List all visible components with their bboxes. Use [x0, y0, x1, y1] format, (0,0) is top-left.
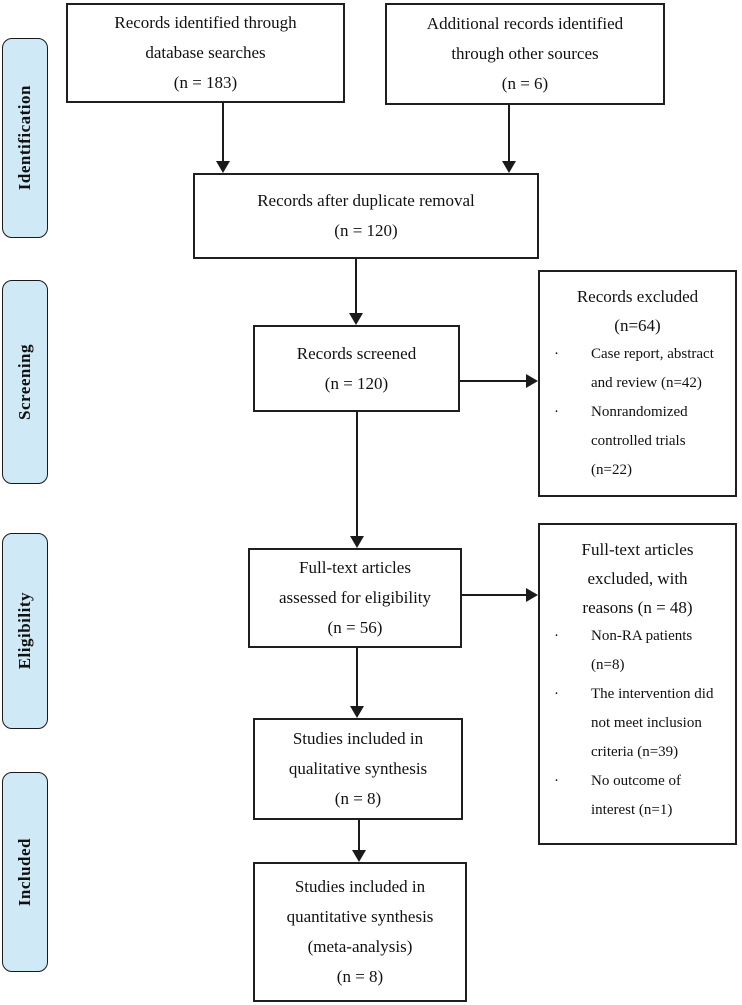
stage-identification: Identification — [2, 38, 48, 238]
box-fulltext-excluded-title: Full-text articles excluded, with reason… — [581, 540, 694, 617]
box-records-screened-label: Records screened (n = 120) — [296, 343, 417, 393]
stage-eligibility-label: Eligibility — [15, 592, 34, 670]
fulltext-excluded-item-text: The intervention did not meet inclusion … — [591, 686, 714, 760]
bullet-icon: · — [554, 346, 559, 362]
box-records-screened: Records screened (n = 120) — [253, 325, 460, 412]
arrow-duplicates-to-screened — [349, 259, 363, 325]
arrow-identified-to-duplicates — [216, 103, 230, 173]
fulltext-excluded-item-text: Non-RA patients (n=8) — [591, 628, 693, 673]
stage-eligibility: Eligibility — [2, 533, 48, 729]
arrow-fulltext-to-qualitative — [350, 648, 364, 718]
box-after-duplicates-label: Records after duplicate removal (n = 120… — [257, 191, 475, 240]
box-records-excluded: Records excluded (n=64) · Case report, a… — [538, 270, 737, 497]
box-records-identified-label: Records identified through database sear… — [114, 13, 297, 92]
fulltext-excluded-item-text: No outcome of interest (n=1) — [591, 773, 681, 818]
arrow-additional-to-duplicates — [502, 105, 516, 173]
arrow-qualitative-to-quantitative — [352, 820, 366, 862]
box-qualitative-synthesis: Studies included in qualitative synthesi… — [253, 718, 463, 820]
box-records-excluded-title: Records excluded (n=64) — [576, 287, 699, 335]
stage-identification-label: Identification — [15, 85, 34, 191]
box-quantitative-synthesis-label: Studies included in quantitative synthes… — [286, 877, 434, 986]
box-additional-records-label: Additional records identified through ot… — [426, 14, 624, 93]
fulltext-excluded-item: · The intervention did not meet inclusio… — [540, 680, 735, 767]
box-quantitative-synthesis: Studies included in quantitative synthes… — [253, 862, 467, 1002]
records-excluded-item: · Case report, abstract and review (n=42… — [540, 340, 735, 398]
records-excluded-item-text: Nonrandomized controlled trials (n=22) — [591, 404, 688, 478]
records-excluded-item-text: Case report, abstract and review (n=42) — [591, 346, 714, 391]
bullet-icon: · — [554, 686, 559, 702]
box-fulltext-assessed: Full-text articles assessed for eligibil… — [248, 548, 462, 648]
box-fulltext-assessed-label: Full-text articles assessed for eligibil… — [278, 558, 432, 637]
fulltext-excluded-item: · Non-RA patients (n=8) — [540, 622, 735, 680]
box-after-duplicates: Records after duplicate removal (n = 120… — [193, 173, 539, 259]
fulltext-excluded-item: · No outcome of interest (n=1) — [540, 767, 735, 825]
stage-screening-label: Screening — [15, 344, 34, 420]
stage-included-label: Included — [15, 837, 34, 907]
box-qualitative-synthesis-label: Studies included in qualitative synthesi… — [288, 729, 428, 808]
bullet-icon: · — [554, 773, 559, 789]
arrow-fulltext-to-excluded — [462, 588, 538, 602]
stage-screening: Screening — [2, 280, 48, 484]
stage-included: Included — [2, 772, 48, 972]
records-excluded-item: · Nonrandomized controlled trials (n=22) — [540, 398, 735, 485]
box-additional-records: Additional records identified through ot… — [385, 3, 665, 105]
box-fulltext-excluded: Full-text articles excluded, with reason… — [538, 523, 737, 845]
bullet-icon: · — [554, 628, 559, 644]
arrow-screened-to-fulltext — [350, 412, 364, 548]
box-records-identified: Records identified through database sear… — [66, 3, 345, 103]
arrow-screened-to-excluded — [460, 374, 538, 388]
bullet-icon: · — [554, 404, 559, 420]
